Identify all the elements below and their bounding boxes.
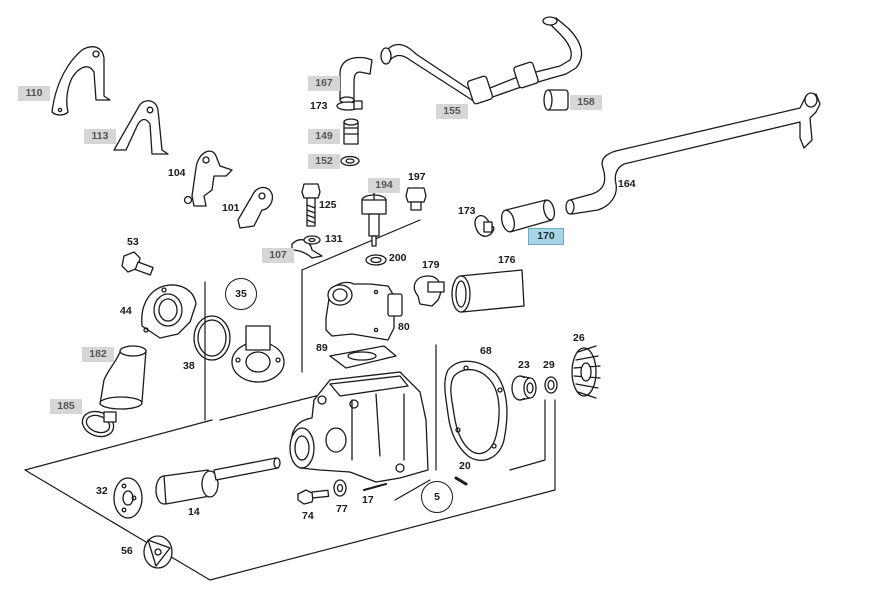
coolant-pipe-164[interactable] <box>565 92 821 215</box>
callout-32: 32 <box>96 485 108 497</box>
callout-179: 179 <box>422 259 440 271</box>
coolant-pipe-155[interactable] <box>380 16 583 105</box>
callout-194[interactable]: 194 <box>368 178 400 193</box>
callout-26: 26 <box>573 332 585 344</box>
sleeve-158[interactable] <box>543 89 569 111</box>
sleeve-182[interactable] <box>99 345 147 410</box>
water-pump-housing[interactable] <box>289 371 429 483</box>
callout-80: 80 <box>398 321 410 333</box>
bracket-110[interactable] <box>51 46 111 116</box>
callout-23: 23 <box>518 359 530 371</box>
callout-173-lower: 173 <box>458 205 476 217</box>
callout-53: 53 <box>127 236 139 248</box>
gasket-89[interactable] <box>329 345 397 369</box>
callout-20: 20 <box>459 460 471 472</box>
callout-44: 44 <box>120 305 132 317</box>
callout-104: 104 <box>168 167 186 179</box>
callout-68: 68 <box>480 345 492 357</box>
callout-155[interactable]: 155 <box>436 104 468 119</box>
pin-17[interactable] <box>363 483 387 491</box>
callout-197: 197 <box>408 171 426 183</box>
callout-200: 200 <box>389 252 407 264</box>
callout-101: 101 <box>222 202 240 214</box>
plug-197[interactable] <box>405 187 427 211</box>
callout-125: 125 <box>319 199 337 211</box>
callout-131: 131 <box>325 233 343 245</box>
callout-107[interactable]: 107 <box>262 248 294 263</box>
hose-170[interactable] <box>500 199 557 233</box>
seal-200[interactable] <box>365 254 387 266</box>
impeller-26[interactable] <box>571 345 601 399</box>
callout-35-circled: 35 <box>225 278 257 310</box>
callout-77: 77 <box>336 503 348 515</box>
bearing-23[interactable] <box>511 375 537 401</box>
callout-110[interactable]: 110 <box>18 86 50 101</box>
callout-170[interactable]: 170 <box>528 228 564 245</box>
callout-113[interactable]: 113 <box>84 129 116 144</box>
callout-167[interactable]: 167 <box>308 76 340 91</box>
washer-131[interactable] <box>303 235 321 245</box>
callout-74: 74 <box>302 510 314 522</box>
callout-173-upper: 173 <box>310 100 328 112</box>
bolt-125[interactable] <box>301 183 321 227</box>
fitting-149[interactable] <box>343 118 359 145</box>
bracket-113[interactable] <box>113 100 169 155</box>
bracket-101[interactable] <box>237 186 274 229</box>
bolt-74[interactable] <box>297 489 330 505</box>
assembly-frame-lines <box>24 219 556 581</box>
callout-89: 89 <box>316 342 328 354</box>
pump-shaft-14[interactable] <box>155 457 281 505</box>
callout-158[interactable]: 158 <box>570 95 602 110</box>
hose-clamp-185[interactable] <box>79 407 117 440</box>
callout-149[interactable]: 149 <box>308 129 340 144</box>
drive-flange-56[interactable] <box>143 535 173 569</box>
washer-77[interactable] <box>333 479 347 497</box>
callout-182[interactable]: 182 <box>82 347 114 362</box>
pin-20[interactable] <box>454 476 468 486</box>
callout-17: 17 <box>362 494 374 506</box>
callout-38: 38 <box>183 360 195 372</box>
callout-56: 56 <box>121 545 133 557</box>
pulley-hub-32[interactable] <box>113 477 143 519</box>
clamp-173-small[interactable] <box>336 100 363 111</box>
gasket-68[interactable] <box>444 360 508 461</box>
callout-152[interactable]: 152 <box>308 154 340 169</box>
thermostat-35[interactable] <box>231 325 285 383</box>
temp-sensor-194[interactable] <box>361 185 387 247</box>
callout-185[interactable]: 185 <box>50 399 82 414</box>
hose-176[interactable] <box>451 269 525 313</box>
callout-164: 164 <box>618 178 636 190</box>
o-ring-38[interactable] <box>193 315 231 361</box>
elbow-hose-167[interactable] <box>339 56 373 104</box>
callout-14: 14 <box>188 506 200 518</box>
callout-176: 176 <box>498 254 516 266</box>
clip-107[interactable] <box>291 239 323 259</box>
seal-ring-29[interactable] <box>544 376 558 394</box>
bolt-53[interactable] <box>121 251 154 276</box>
thermostat-housing-80[interactable] <box>325 281 403 341</box>
clamp-173[interactable] <box>474 214 495 237</box>
washer-152[interactable] <box>340 155 360 167</box>
callout-29: 29 <box>543 359 555 371</box>
callout-5-circled: 5 <box>421 481 453 513</box>
flange-44[interactable] <box>141 284 197 339</box>
bracket-104[interactable] <box>183 150 233 207</box>
hose-clamp-179[interactable] <box>413 275 445 307</box>
